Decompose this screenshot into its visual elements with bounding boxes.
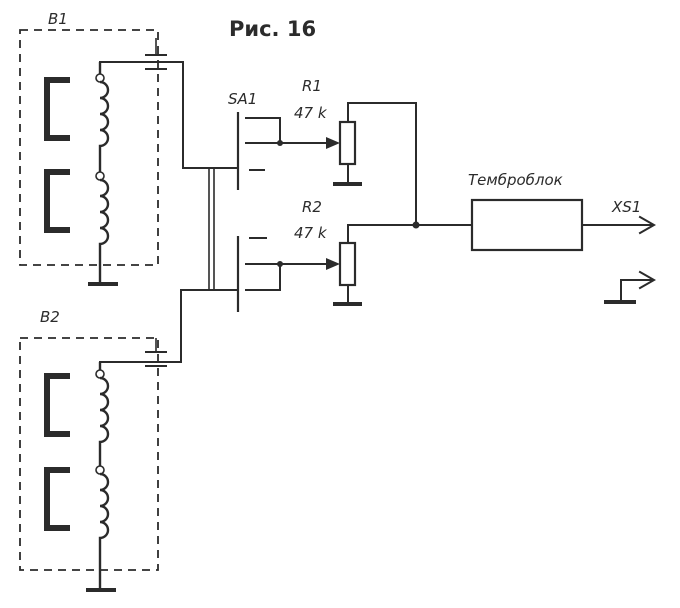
output-xs1-ground-arrow-icon — [638, 270, 657, 290]
summing-junction — [412, 221, 420, 229]
switch-sa1-upper-contact-1 — [245, 117, 281, 144]
pickup-b1-magnet-bottom — [44, 169, 70, 233]
pickup-b1-output-wire — [99, 61, 215, 169]
resistor-r2-wiper-arrow-icon — [326, 258, 340, 270]
figure-title: Рис. 16 — [229, 17, 316, 41]
tone-block: Темброблок — [468, 171, 584, 252]
tone-block-label: Темброблок — [468, 171, 563, 189]
output-xs1-label: XS1 — [611, 198, 641, 216]
pickup-b2-frame — [19, 337, 159, 571]
switch-sa1-label: SA1 — [228, 90, 257, 108]
pickup-b2-magnet-bottom — [44, 467, 70, 531]
resistor-r1-label: R1 — [302, 77, 322, 95]
pickup-b2-magnet-top — [44, 373, 70, 437]
pickup-b1-frame — [19, 29, 159, 266]
resistor-r2-top-wire — [347, 224, 473, 244]
resistor-r2-label: R2 — [302, 198, 322, 216]
tone-block-body — [470, 198, 584, 252]
output-xs1: XS1 — [581, 198, 657, 304]
pickup-b2-label: B2 — [40, 308, 60, 326]
pickup-b1-magnet-top — [44, 77, 70, 141]
pickup-b2-coil — [98, 362, 110, 588]
resistor-r1: R1 47 k — [277, 77, 417, 226]
pickup-b1: B1 — [19, 10, 215, 286]
pickup-b1-coil-top-terminal — [95, 73, 105, 83]
resistor-r2-value: 47 k — [294, 224, 328, 242]
pickup-b1-coil-mid-terminal — [95, 171, 105, 181]
output-xs1-ground-wire — [620, 279, 653, 301]
switch-sa1-lower-contact-2 — [245, 263, 281, 291]
resistor-r1-body — [338, 120, 357, 166]
output-xs1-signal-arrow-icon — [638, 215, 657, 235]
resistor-r1-top-wire — [347, 102, 417, 226]
pickup-b1-label: B1 — [48, 10, 68, 28]
resistor-r2: R2 47 k — [277, 198, 473, 306]
pickup-b2-output-wire — [99, 289, 215, 363]
pickup-b2-coil-mid-terminal — [95, 465, 105, 475]
resistor-r1-junction — [277, 140, 283, 146]
pickup-b2: B2 — [19, 289, 215, 592]
resistor-r2-junction — [277, 261, 283, 267]
pickup-b2-coil-top-terminal — [95, 369, 105, 379]
pickup-b1-coil — [98, 62, 110, 282]
resistor-r2-body — [338, 241, 357, 287]
resistor-r1-value: 47 k — [294, 104, 328, 122]
resistor-r1-wiper-arrow-icon — [326, 137, 340, 149]
switch-sa1: SA1 — [208, 90, 281, 312]
